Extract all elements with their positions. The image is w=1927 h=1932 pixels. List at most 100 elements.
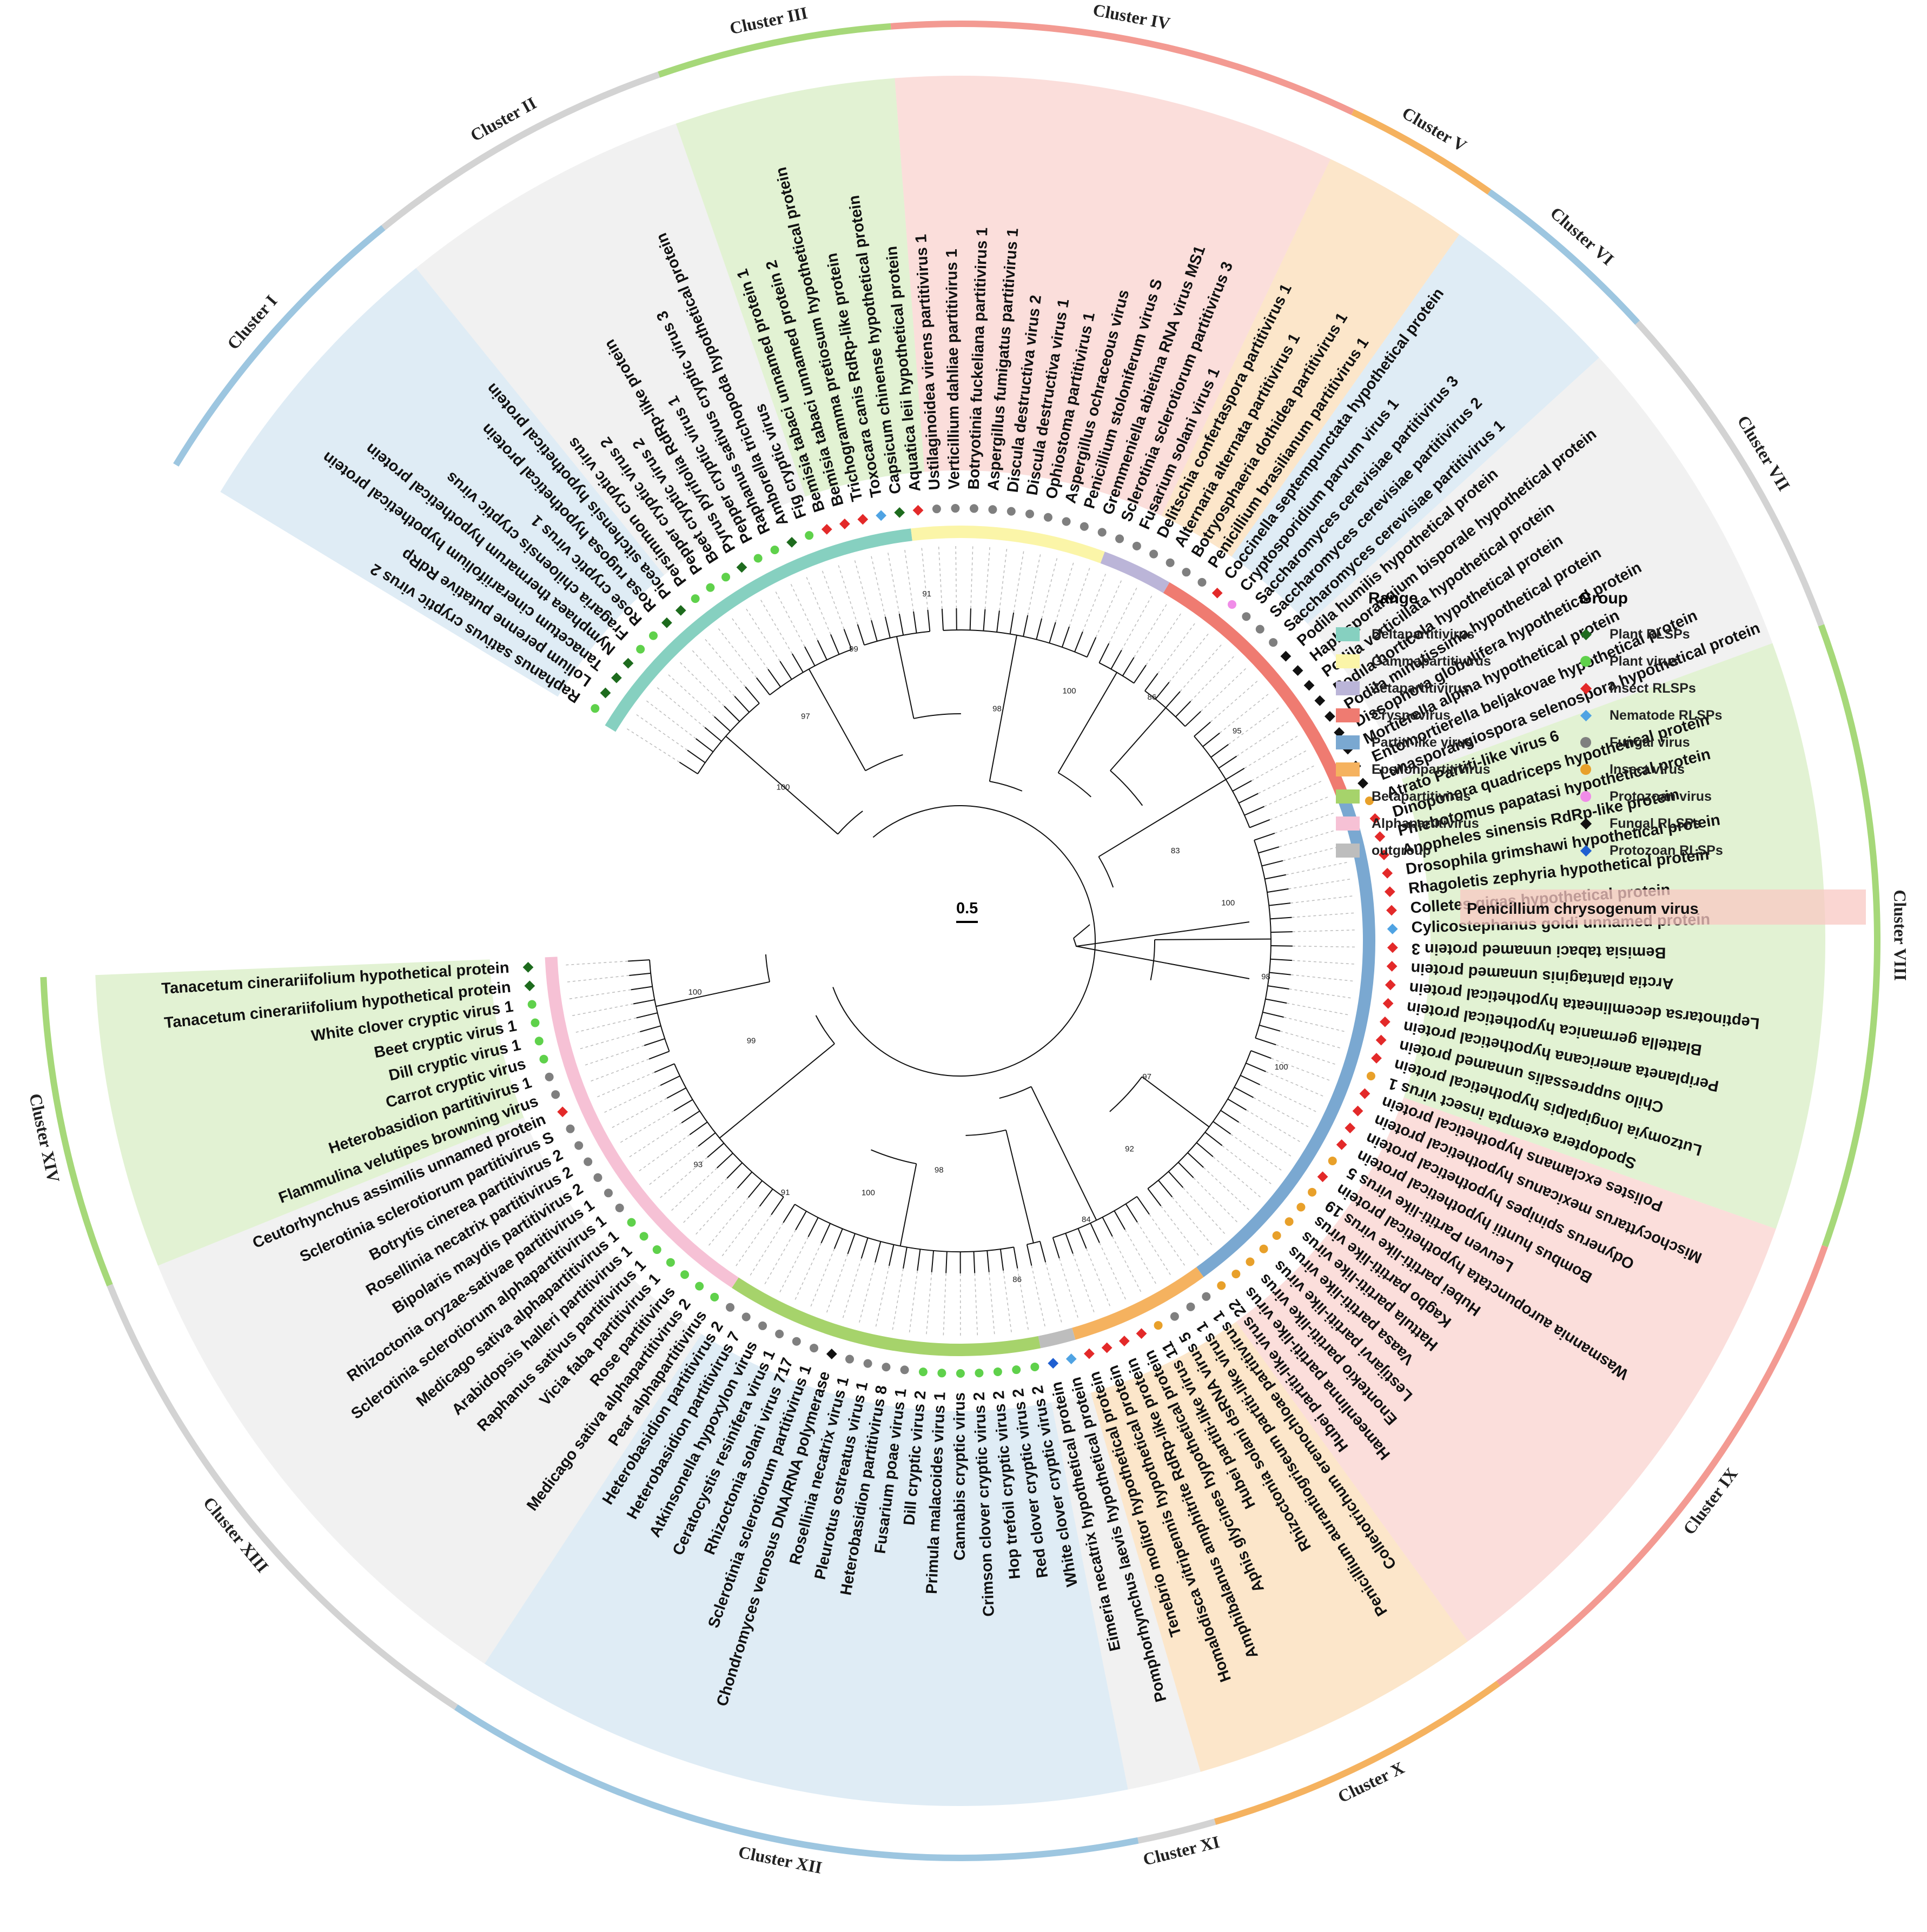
leaf-branch: [1090, 1223, 1100, 1243]
leaf-guide: [1275, 1044, 1338, 1066]
clade-connector: [871, 1149, 917, 1165]
group-marker: [527, 1000, 537, 1009]
root-arc: [832, 805, 1096, 1077]
leaf-guide: [1246, 1110, 1303, 1144]
leaf-branch: [931, 1250, 935, 1272]
leaf-branch: [1267, 888, 1289, 893]
group-marker: [600, 687, 611, 699]
leaf-branch: [1098, 643, 1110, 663]
leaf-guide: [1289, 988, 1354, 999]
cluster-sector: [1401, 643, 1825, 1229]
leaf-guide: [647, 1146, 699, 1187]
leaf-guide: [654, 685, 705, 728]
clade-stem: [989, 635, 1017, 782]
group-marker: [1314, 695, 1326, 706]
leaf-guide: [1290, 895, 1355, 904]
leaf-branch: [795, 1211, 807, 1231]
leaf-guide: [1072, 1253, 1096, 1315]
cluster-sector: [484, 1333, 1128, 1806]
group-marker: [1255, 625, 1264, 634]
leaf-guide: [669, 1167, 718, 1213]
legend-range-item: Gammapartitivirus: [1336, 648, 1491, 675]
cluster-sector: [895, 76, 1331, 516]
group-marker: [1170, 1312, 1179, 1321]
group-marker: [918, 1367, 928, 1377]
group-marker: [1231, 1270, 1241, 1279]
leaf-guide: [570, 1003, 634, 1017]
clade-stem: [1154, 938, 1271, 940]
legend-range-item: Zetapartitivirus: [1336, 675, 1491, 702]
leaf-guide: [999, 546, 1008, 611]
bootstrap-label: 97: [801, 712, 810, 721]
leaf-guide: [1149, 1214, 1187, 1268]
circle-icon: [1574, 654, 1598, 668]
leaf-guide: [1292, 960, 1357, 965]
leaf-guide: [909, 1270, 918, 1336]
group-marker: [1385, 979, 1396, 991]
diamond-icon: [1574, 844, 1598, 858]
group-marker: [534, 1037, 544, 1046]
bootstrap-label: 93: [693, 1160, 703, 1169]
leaf-branch: [1213, 1121, 1231, 1135]
leaf-branch: [628, 959, 650, 962]
leaf-guide: [1200, 666, 1248, 712]
group-marker: [1303, 680, 1315, 691]
leaf-branch: [857, 624, 865, 646]
leaf-branch: [726, 1162, 743, 1179]
leaf-branch: [704, 727, 722, 742]
clade-stem: [655, 981, 770, 1007]
legend-swatch: [1336, 654, 1360, 668]
leaf-guide: [938, 544, 943, 609]
group-marker: [845, 1355, 854, 1364]
leaf-branch: [636, 1012, 658, 1019]
group-marker: [1246, 1257, 1255, 1266]
leaf-branch: [756, 677, 771, 695]
group-markers: [522, 504, 1398, 1378]
legend-range-label: Betapartitivirus: [1372, 788, 1471, 804]
legend-range-item: Deltapartitivirus: [1336, 621, 1491, 648]
cluster-ring-segment: [1818, 624, 1881, 1247]
group-marker: [1132, 541, 1141, 550]
cluster-sector: [158, 1117, 702, 1664]
leaf-guide: [870, 553, 886, 617]
leaf-branch: [734, 696, 750, 713]
cluster-label: Cluster VIII: [1890, 889, 1910, 981]
leaf-guide: [563, 960, 628, 966]
leaf-guide: [1124, 1229, 1158, 1286]
group-marker: [1259, 1244, 1268, 1253]
leaf-branch: [1133, 665, 1147, 683]
range-segment: [1100, 552, 1170, 593]
group-marker: [652, 1245, 661, 1254]
leaf-guide: [1055, 560, 1075, 623]
leaf-branch: [1267, 985, 1289, 990]
leaf-guide: [720, 1206, 760, 1259]
cluster-sector: [676, 78, 925, 497]
leaf-guide: [1069, 565, 1091, 627]
cluster-ring-segment: [658, 23, 891, 78]
leaf-guide: [1266, 1071, 1326, 1098]
leaf-guide: [925, 1272, 932, 1337]
leaf-guide: [577, 1031, 640, 1050]
leaf-label: Cannabis cryptic virus: [951, 1392, 969, 1561]
clade-stem: [719, 1043, 835, 1139]
leaf-branch: [1244, 806, 1264, 816]
scale-bar-line: [956, 921, 978, 923]
bootstrap-label: 98: [1261, 972, 1270, 981]
leaf-branch: [1061, 626, 1070, 648]
group-marker: [1382, 998, 1394, 1009]
group-marker: [863, 1359, 872, 1368]
leaf-guide: [1283, 1017, 1347, 1033]
group-marker: [1384, 886, 1395, 898]
group-marker: [1097, 528, 1107, 537]
group-marker: [1382, 868, 1393, 879]
group-marker: [691, 594, 700, 603]
group-marker: [839, 519, 850, 529]
leaf-guide: [1145, 611, 1183, 666]
leaf-guide: [1058, 1258, 1080, 1320]
leaf-guide: [1045, 1262, 1063, 1325]
leaf-branch: [1136, 1196, 1150, 1215]
leaf-branch: [640, 1025, 661, 1033]
legend-swatch: [1336, 735, 1360, 749]
leaf-guide: [763, 1230, 796, 1287]
